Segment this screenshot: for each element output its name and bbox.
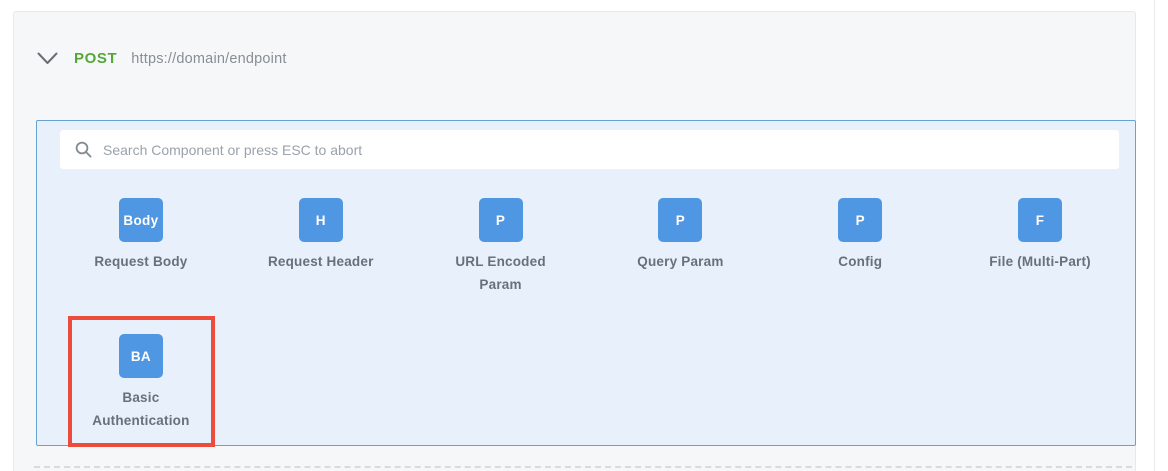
component-label: Query Param <box>637 254 724 269</box>
search-icon <box>75 141 92 158</box>
component-basic-authentication[interactable]: BA Basic Authentication <box>51 315 231 451</box>
dashed-drop-zone-border <box>34 466 1132 468</box>
right-edge-divider <box>1154 0 1155 471</box>
component-url-encoded-param[interactable]: P URL Encoded Param <box>411 179 591 315</box>
file-multipart-badge: F <box>1018 198 1063 242</box>
http-method-label: POST <box>74 50 118 67</box>
request-body-badge: Body <box>118 198 163 242</box>
component-palette: Body Request Body H Request Header P URL… <box>36 120 1136 447</box>
component-search-box[interactable] <box>60 130 1119 169</box>
url-encoded-param-badge: P <box>478 198 523 242</box>
component-request-header[interactable]: H Request Header <box>231 179 411 315</box>
component-query-param[interactable]: P Query Param <box>590 179 770 315</box>
query-param-badge: P <box>658 198 703 242</box>
config-badge: P <box>838 198 883 242</box>
component-label: Basic Authentication <box>92 390 190 428</box>
component-label: Request Body <box>94 254 188 269</box>
component-label: Request Header <box>267 254 374 269</box>
component-grid: Body Request Body H Request Header P URL… <box>51 179 1130 451</box>
component-label: URL Encoded Param <box>455 254 546 292</box>
endpoint-header[interactable]: POST https://domain/endpoint <box>37 50 287 67</box>
component-request-body[interactable]: Body Request Body <box>51 179 231 315</box>
endpoint-card: POST https://domain/endpoint Body Reques… <box>13 11 1136 471</box>
search-input[interactable] <box>103 130 1119 169</box>
component-label: File (Multi-Part) <box>989 254 1091 269</box>
chevron-down-icon[interactable] <box>37 52 58 65</box>
component-config[interactable]: P Config <box>770 179 950 315</box>
basic-authentication-badge: BA <box>118 334 163 378</box>
request-header-badge: H <box>298 198 343 242</box>
component-file-multipart[interactable]: F File (Multi-Part) <box>950 179 1130 315</box>
endpoint-url: https://domain/endpoint <box>131 50 287 67</box>
component-label: Config <box>838 254 883 269</box>
